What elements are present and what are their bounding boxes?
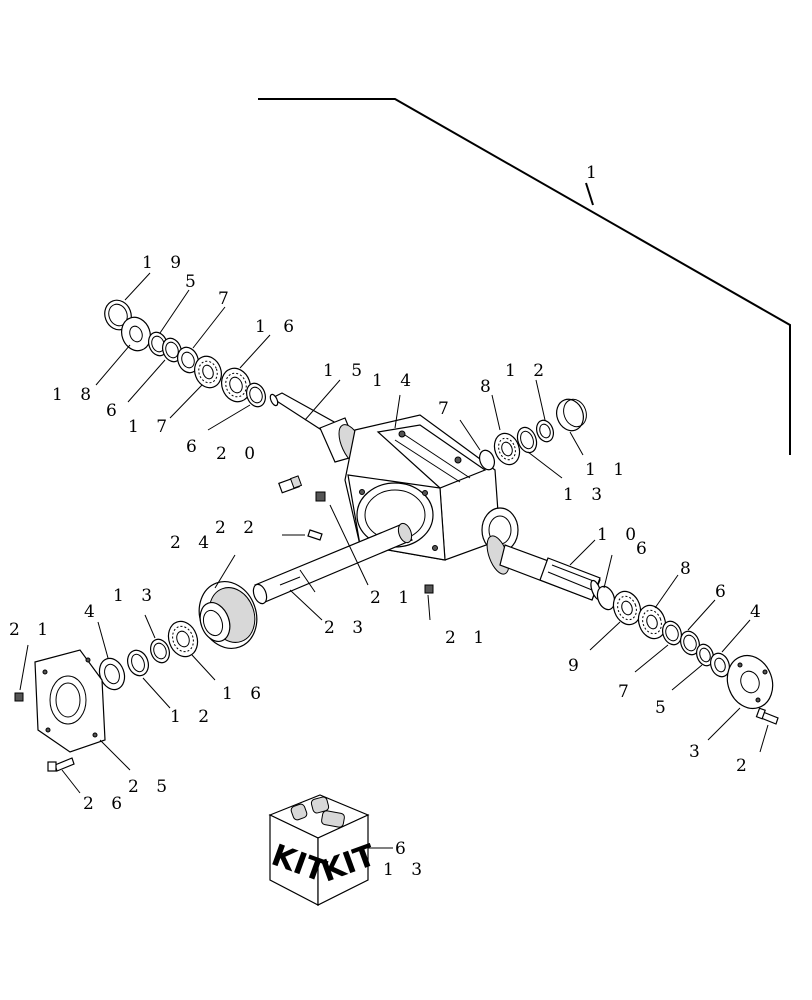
callout-23: 2 3	[324, 618, 369, 638]
callout-13-upper: 1 3	[563, 485, 608, 505]
callout-7-upper: 7	[218, 289, 235, 309]
bolt-26	[47, 757, 75, 772]
ring-12-upper	[535, 419, 555, 443]
callout-4-left: 4	[84, 602, 101, 622]
bearing-9	[612, 590, 642, 626]
callout-4-right: 4	[750, 602, 767, 622]
output-shaft-10	[486, 535, 602, 601]
callout-7-lower: 7	[618, 682, 635, 702]
callout-kit-6: 6	[395, 839, 412, 859]
kit-box: KIT KIT	[267, 794, 393, 906]
callout-21-center: 2 1	[370, 588, 415, 608]
plug-21-left	[14, 692, 24, 702]
bearing-16-upper	[221, 367, 251, 403]
callout-22: 2 2	[215, 518, 260, 538]
ring-5-lower	[695, 643, 715, 667]
callout-10: 1 0	[597, 525, 642, 545]
callout-11: 1 1	[585, 460, 630, 480]
cover-25	[34, 649, 106, 753]
callout-12-upper: 1 2	[505, 361, 550, 381]
callout-6-upper-b: 6	[186, 437, 203, 457]
callout-20: 2 0	[216, 444, 261, 464]
key-22	[307, 529, 323, 541]
callout-21-left: 2 1	[9, 620, 54, 640]
callout-17: 1 7	[128, 417, 173, 437]
callout-18: 1 8	[52, 385, 97, 405]
assembly-bracket	[258, 98, 791, 455]
callout-6-upper-a: 6	[106, 401, 123, 421]
callout-1: 1	[586, 163, 603, 183]
shaft-23	[252, 522, 413, 605]
callout-16-lower: 1 6	[222, 684, 267, 704]
seal-4-right	[709, 652, 731, 678]
callout-labels: 1 1 9 5 7 1 6 1 8 6 1 7 6 1 5 1 4 8 1 2 …	[9, 163, 767, 880]
bevel-gear-24	[198, 581, 258, 649]
callout-9: 9	[568, 656, 585, 676]
bearing-16-lower	[167, 620, 199, 658]
callout-6-lower: 6	[715, 582, 732, 602]
ring-6-upper-b	[245, 382, 267, 408]
callout-8-lower: 8	[680, 559, 697, 579]
callout-14: 1 4	[372, 371, 417, 391]
callout-13-lower: 1 3	[113, 586, 158, 606]
ring-7-lower	[661, 620, 683, 646]
bearing-8-lower	[637, 604, 667, 640]
ring-12-lower	[127, 649, 149, 677]
callout-21-right: 2 1	[445, 628, 490, 648]
callout-25: 2 5	[128, 777, 173, 797]
fitting-20	[278, 475, 303, 494]
bearing-17	[194, 355, 222, 389]
ring-7-right	[478, 449, 496, 471]
cap-11	[556, 398, 587, 432]
callout-19: 1 9	[142, 253, 187, 273]
callout-5-lower: 5	[655, 698, 672, 718]
bolt-2-right	[755, 707, 779, 725]
callout-2: 2	[736, 756, 753, 776]
ring-6-lower	[679, 630, 701, 656]
ring-6-right	[596, 585, 616, 611]
bearing-8-upper	[493, 432, 521, 466]
plug-21-right	[424, 584, 434, 594]
callout-24: 2 4	[170, 533, 215, 553]
cover-3	[726, 654, 774, 710]
callout-7-right: 7	[438, 399, 455, 419]
ring-7-upper	[177, 346, 199, 374]
callout-kit-13: 1 3	[383, 860, 428, 880]
leader-lines	[19, 272, 769, 794]
callout-5-upper: 5	[185, 272, 202, 292]
ring-13-upper	[516, 426, 538, 454]
callout-3: 3	[689, 742, 706, 762]
callout-12-lower: 1 2	[170, 707, 215, 727]
callout-6-right: 6	[636, 539, 653, 559]
callout-8-upper: 8	[480, 377, 497, 397]
ring-6-upper	[161, 337, 183, 363]
callout-26: 2 6	[83, 794, 128, 814]
callout-15: 1 5	[323, 361, 368, 381]
ring-13-lower	[149, 638, 171, 664]
washer-18	[121, 316, 151, 352]
callout-16-upper: 1 6	[255, 317, 300, 337]
plug-21-upper	[315, 491, 326, 502]
seal-4-left	[98, 657, 126, 691]
